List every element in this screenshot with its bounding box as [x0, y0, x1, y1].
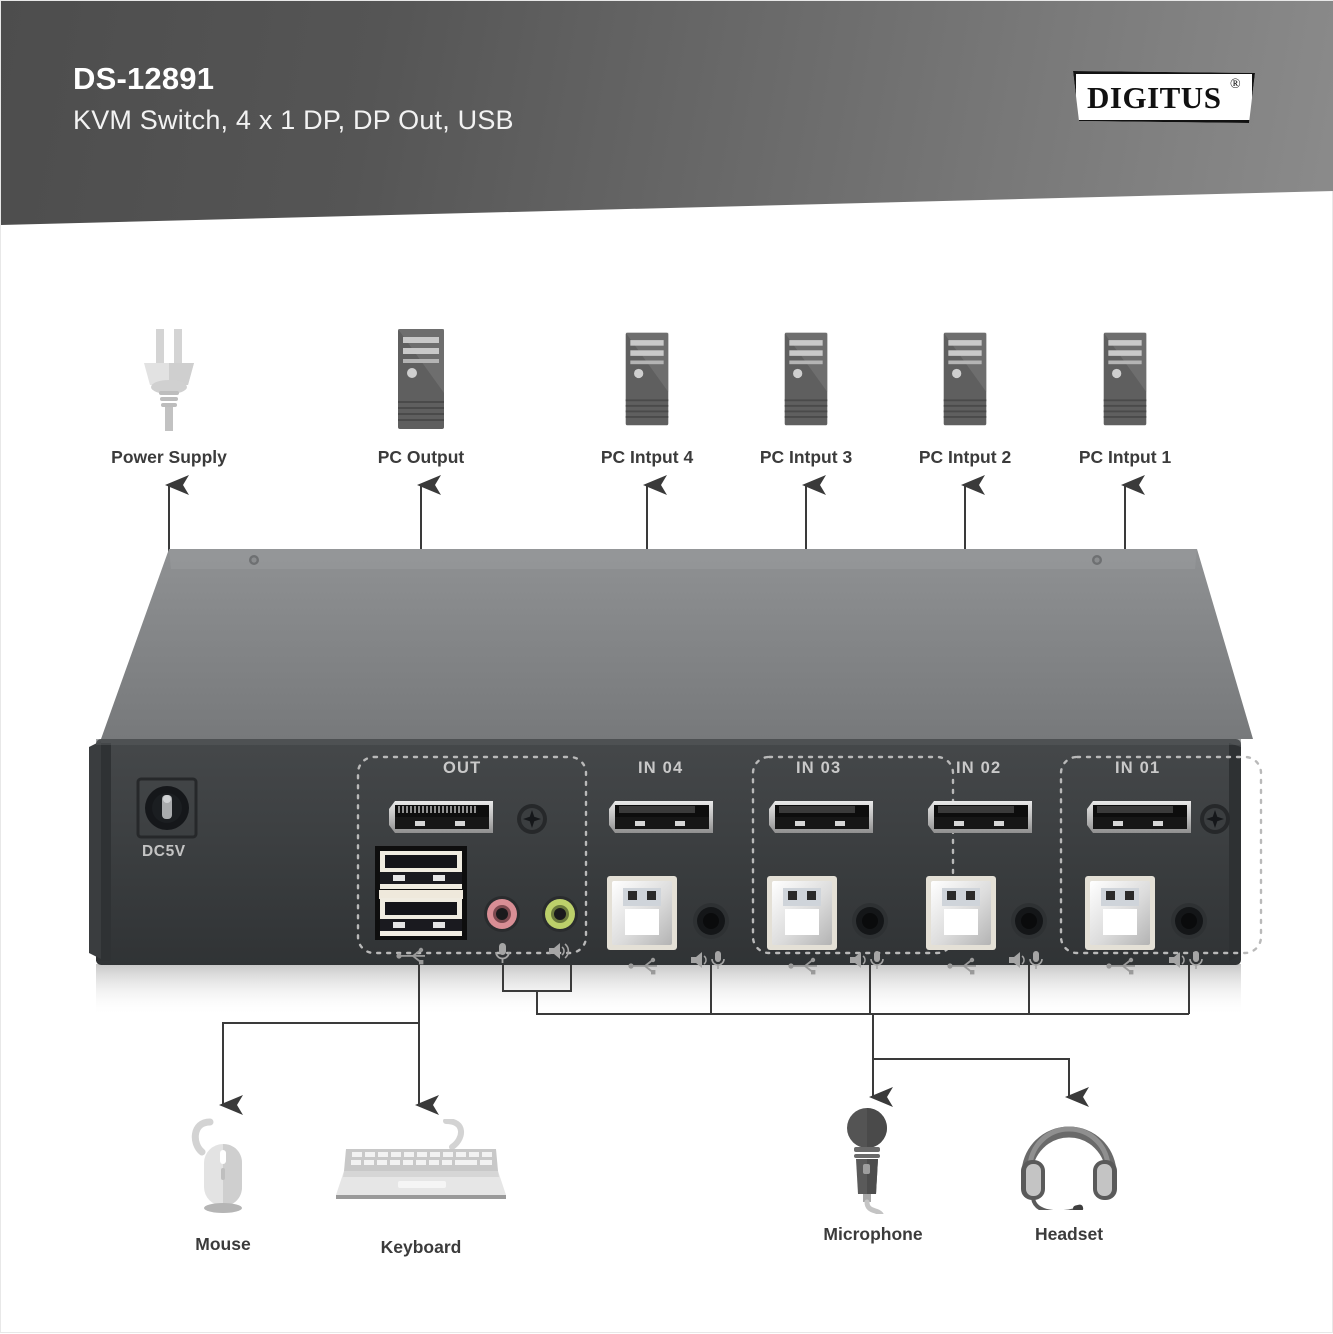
- top-device-label: PC Intput 2: [918, 447, 1012, 467]
- pc-tower-icon: [784, 332, 828, 426]
- pc-tower-icon: [943, 332, 987, 426]
- power-plug-icon: [144, 329, 194, 431]
- microphone-glyph: [495, 943, 510, 963]
- product-sku: DS-12891: [73, 61, 215, 96]
- port-section-label-in04: IN 04: [638, 759, 684, 777]
- port-section-label-in01: IN 01: [1115, 759, 1161, 777]
- port-section-label-in02: IN 02: [956, 759, 1002, 777]
- keyboard-icon: [336, 1119, 506, 1199]
- pc-tower-icon: [398, 329, 444, 429]
- pc-tower-icon: [1103, 332, 1147, 426]
- port-section-label-out: OUT: [443, 759, 482, 777]
- bottom-device-label: Microphone: [823, 1224, 923, 1244]
- digitus-logo-box: [1073, 71, 1255, 123]
- product-subtitle: KVM Switch, 4 x 1 DP, DP Out, USB: [73, 105, 514, 135]
- top-device-label: PC Intput 4: [600, 447, 694, 467]
- registered-trademark-icon: ®: [1230, 77, 1241, 92]
- kvm-switch-device: OUT IN 04 IN 03 IN 02 IN 01 DC5V: [1, 531, 1333, 1001]
- bottom-device-label: Keyboard: [380, 1237, 462, 1257]
- digitus-logo-text: DIGITUS: [1087, 80, 1222, 115]
- pc-tower-icon: [625, 332, 669, 426]
- top-device-label: PC Intput 3: [759, 447, 853, 467]
- top-device-label: PC Output: [377, 447, 465, 467]
- speaker-glyph: [549, 943, 570, 959]
- headset-icon: [1021, 1126, 1117, 1210]
- usb-glyph: [396, 947, 425, 965]
- top-device-label: Power Supply: [111, 447, 227, 467]
- bottom-device-label: Mouse: [195, 1234, 251, 1254]
- bottom-device-label: Headset: [1034, 1224, 1104, 1244]
- mouse-icon: [191, 1118, 242, 1213]
- microphone-icon: [847, 1108, 887, 1214]
- port-section-label-in03: IN 03: [796, 759, 842, 777]
- dc-power-label: DC5V: [142, 843, 186, 860]
- top-device-label: PC Intput 1: [1078, 447, 1172, 467]
